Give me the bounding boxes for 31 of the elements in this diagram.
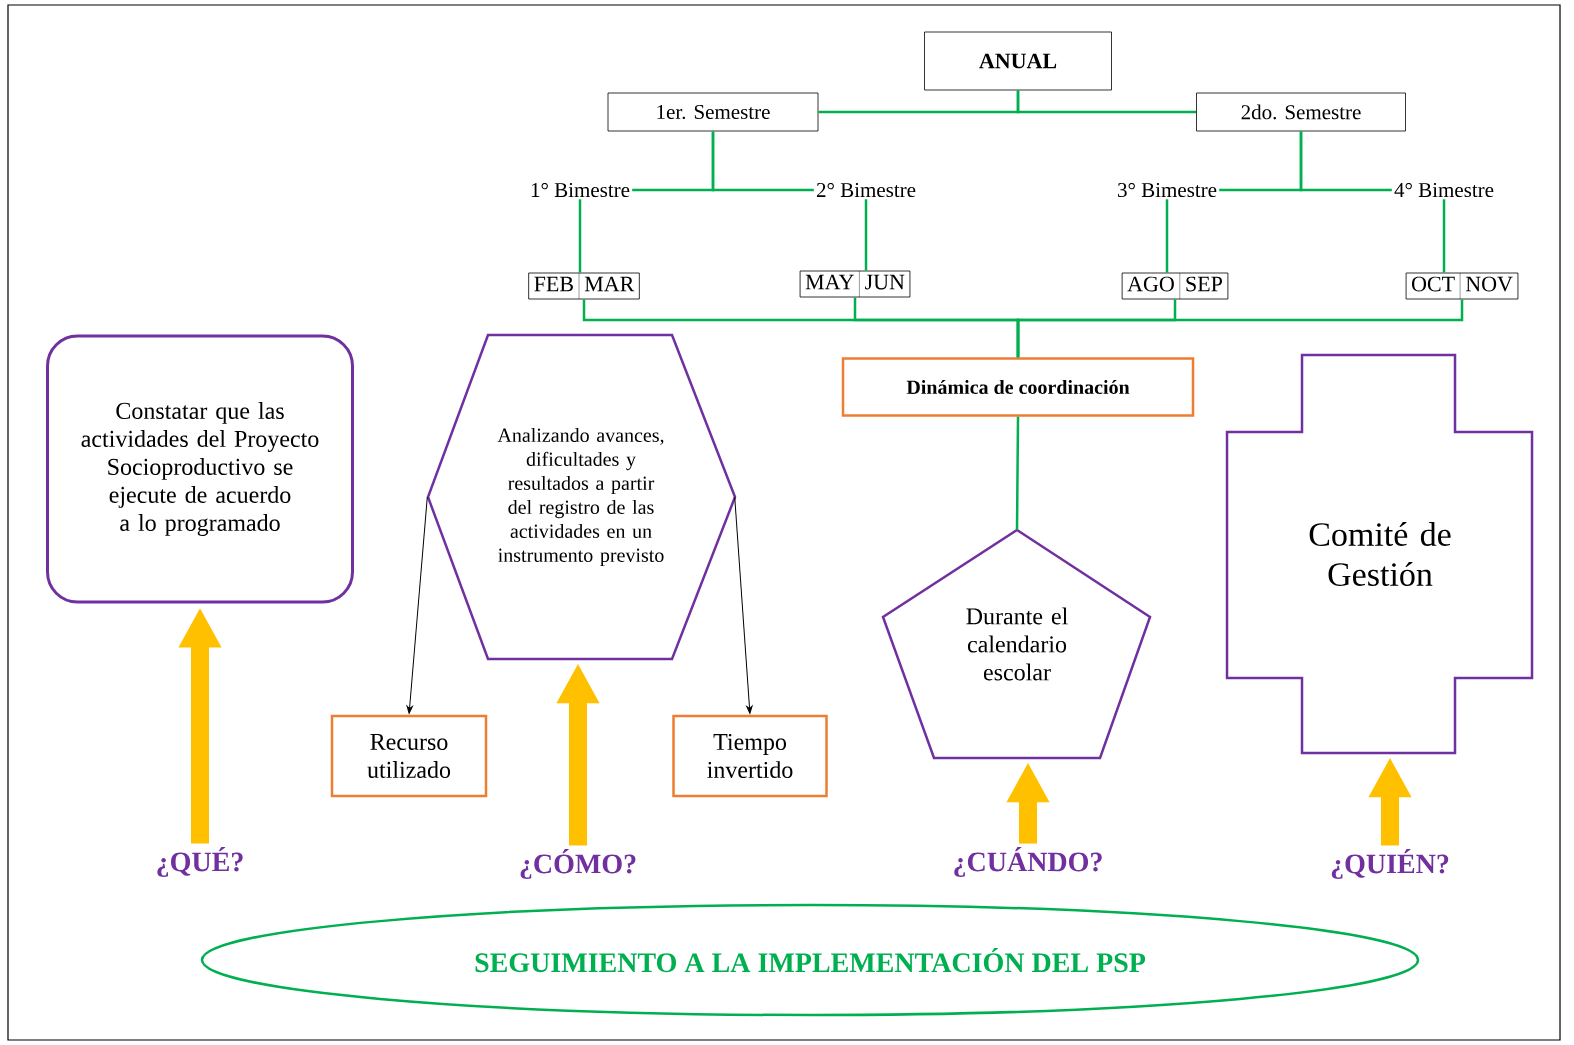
bimester-label: 2° Bimestre: [816, 182, 916, 198]
question-label: ¿CUÁNDO?: [954, 847, 1102, 877]
connector-line: [1016, 299, 1464, 358]
month-box: OCT NOV: [1405, 272, 1519, 300]
connector-line: [711, 131, 814, 192]
bimester-label: 3° Bimestre: [1118, 182, 1217, 198]
connector-line: [578, 199, 582, 273]
ellipse-banner: SEGUIMIENTO A LA IMPLEMENTACIÓN DEL PSP: [200, 903, 1420, 1017]
bimester-label: 4° Bimestre: [1394, 182, 1494, 198]
title-box: ANUAL: [924, 31, 1112, 91]
process-box: Tiempo invertido: [672, 714, 828, 798]
bimester-label: 1° Bimestre: [531, 182, 630, 198]
question-label: ¿QUIÉN?: [1331, 849, 1449, 879]
question-label: ¿QUÉ?: [157, 847, 243, 877]
month-box: AGO SEP: [1121, 272, 1229, 300]
semester-box: 2do. Semestre: [1196, 92, 1406, 132]
arrow: [734, 496, 753, 714]
process-box: Recurso utilizado: [330, 714, 488, 798]
arrow: [406, 496, 428, 714]
connector-line: [1442, 199, 1446, 273]
question-label: ¿CÓMO?: [520, 849, 636, 879]
month-box: MAY JUN: [799, 270, 911, 298]
connector-line: [1016, 90, 1197, 114]
month-box: FEB MAR: [528, 272, 640, 300]
rounded-box: Constatar que las actividades del Proyecto Socioproductivo se ejecute de acuerdo a lo programado: [46, 334, 354, 604]
connector-line: [864, 199, 868, 271]
process-box: Dinámica de coordinación: [841, 357, 1195, 417]
connector-line: [1165, 199, 1169, 273]
connector-line: [1015, 416, 1020, 530]
semester-box: 1er. Semestre: [607, 92, 819, 132]
connector-line: [1299, 131, 1392, 192]
